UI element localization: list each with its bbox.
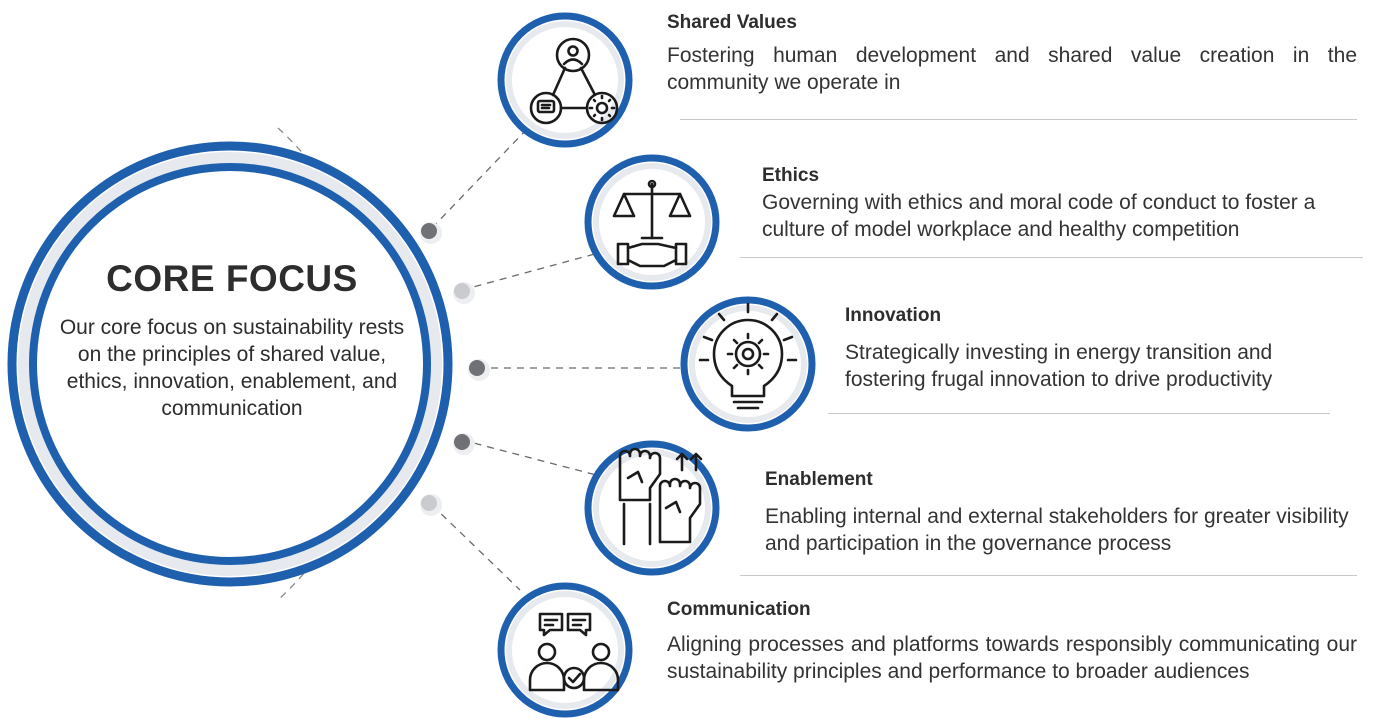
item-title: Innovation	[845, 305, 942, 326]
divider	[740, 575, 1357, 576]
icon-circle-communication	[497, 582, 633, 718]
connector-enablement	[461, 439, 601, 477]
core-focus-block: CORE FOCUS Our core focus on sustainabil…	[52, 258, 412, 422]
item-enablement: Enablement Enabling internal and externa…	[765, 469, 1360, 557]
connector-shared-values	[431, 127, 529, 229]
people-speech-bubbles-icon	[528, 612, 620, 692]
core-circle	[7, 141, 453, 587]
item-title: Shared Values	[667, 12, 797, 33]
connector-dots	[420, 222, 490, 516]
item-text: Enabling internal and external stakehold…	[765, 505, 1349, 555]
item-shared-values: Shared Values Fostering human developmen…	[667, 12, 1357, 96]
divider	[680, 119, 1357, 120]
item-innovation: Innovation Strategically investing in en…	[845, 305, 1345, 393]
item-title: Ethics	[762, 165, 820, 186]
connector-ethics	[461, 251, 603, 291]
divider	[740, 257, 1363, 258]
network-people-chat-gear-icon	[529, 37, 619, 125]
item-text: Aligning processes and platforms towards…	[667, 633, 1357, 683]
item-ethics: Ethics Governing with ethics and moral c…	[762, 165, 1367, 243]
connector-communication	[431, 504, 521, 591]
raised-fists-icon	[618, 447, 703, 546]
item-title: Enablement	[765, 469, 873, 490]
core-focus-text: Our core focus on sustainability rests o…	[59, 316, 405, 420]
core-focus-title: CORE FOCUS	[106, 258, 358, 299]
scales-handshake-icon	[612, 179, 692, 268]
item-title: Communication	[667, 599, 811, 620]
connector-lines	[431, 127, 682, 591]
lightbulb-gear-icon	[698, 302, 798, 410]
item-text: Governing with ethics and moral code of …	[762, 191, 1316, 241]
divider	[828, 413, 1330, 414]
item-text: Strategically investing in energy transi…	[845, 341, 1273, 391]
item-text: Fostering human development and shared v…	[667, 44, 1357, 94]
icon-circle-shared-values	[497, 12, 633, 148]
item-communication: Communication Aligning processes and pla…	[667, 599, 1357, 685]
